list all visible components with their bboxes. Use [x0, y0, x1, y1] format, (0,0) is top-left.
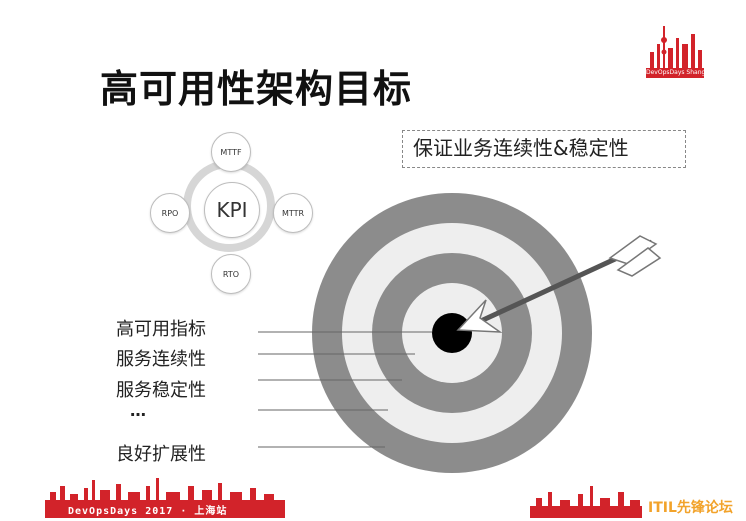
footer-skyline — [45, 478, 642, 518]
logo-skyline — [650, 26, 702, 68]
label-scalability: 良好扩展性 — [116, 444, 206, 465]
label-ellipsis: … — [130, 401, 146, 420]
kpi-center-circle: KPI — [204, 182, 260, 238]
kpi-mttr-circle: MTTR — [273, 193, 313, 233]
arrow-icon — [456, 235, 662, 333]
logo-text: DevOpsDays Shanghai — [646, 68, 704, 78]
kpi-mttf-circle: MTTF — [211, 132, 251, 172]
footer-text: DevOpsDays 2017 · 上海站 — [68, 506, 228, 517]
watermark: ITIL先锋论坛 — [648, 500, 733, 516]
kpi-rto-circle: RTO — [211, 254, 251, 294]
label-service-stability: 服务稳定性 — [116, 380, 206, 401]
slide-title: 高可用性架构目标 — [100, 67, 413, 111]
subtitle-box: 保证业务连续性&稳定性 — [402, 130, 686, 168]
devopsdays-logo: DevOpsDays Shanghai — [646, 20, 704, 82]
kpi-rpo-circle: RPO — [150, 193, 190, 233]
label-availability-metrics: 高可用指标 — [116, 319, 206, 340]
label-service-continuity: 服务连续性 — [116, 349, 206, 370]
bullseye — [432, 313, 472, 353]
kpi-diagram: KPI MTTF RPO MTTR RTO — [144, 130, 320, 294]
